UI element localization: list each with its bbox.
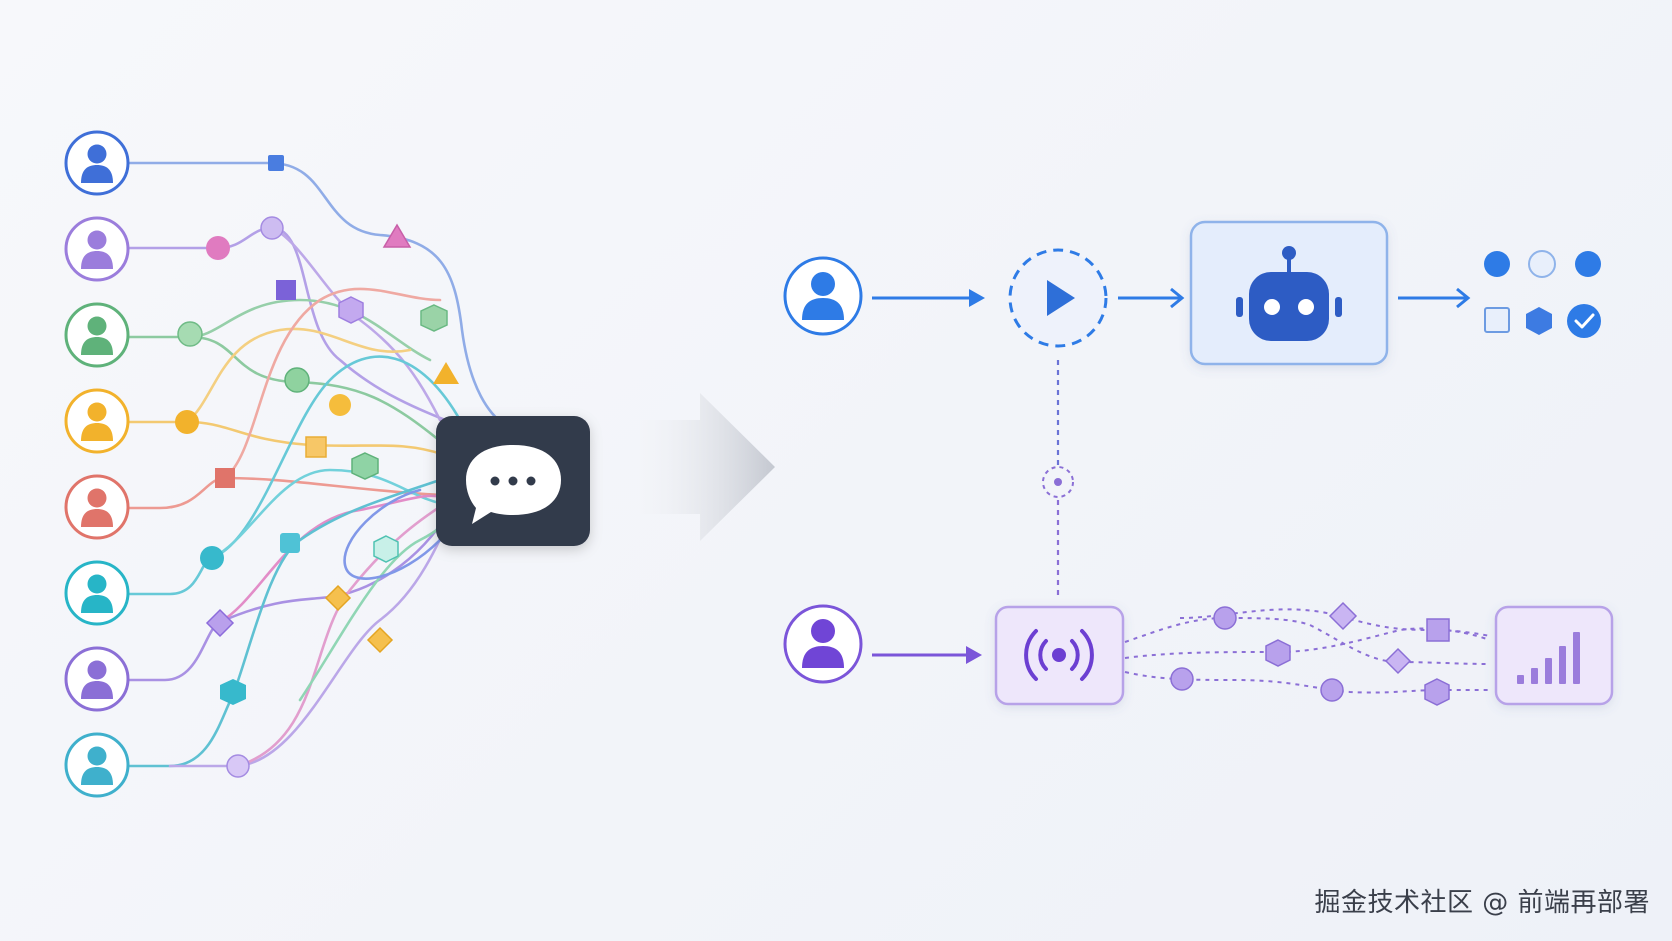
result-icons [1484, 250, 1601, 338]
connection-line-amber-2 [185, 327, 412, 424]
user-icon-top [783, 256, 863, 336]
check-circle-icon [1567, 304, 1601, 338]
play-icon [1047, 280, 1075, 316]
square-marker [280, 533, 300, 553]
user-avatar-icon [64, 560, 130, 626]
connection-line-green-2 [188, 298, 432, 362]
arrow-head [1456, 287, 1471, 309]
square-marker [305, 436, 327, 458]
square-marker [215, 468, 235, 488]
triangle-marker [382, 223, 412, 248]
diamond-marker [324, 584, 352, 612]
circle-marker [226, 754, 250, 778]
diamond-marker [366, 626, 394, 654]
connection-line-purple [126, 226, 472, 432]
user-avatar-icon [64, 646, 130, 712]
transition-arrow-icon [640, 393, 775, 541]
user-avatar-icon [64, 732, 130, 798]
robot-icon [1236, 246, 1342, 341]
circle-marker [177, 321, 203, 347]
connection-line-cyan [126, 478, 442, 768]
circle-marker [260, 216, 284, 240]
hexagon-marker [420, 304, 448, 332]
user-avatar-icon [64, 388, 130, 454]
triangle-marker [433, 362, 459, 384]
hexagon-marker [373, 535, 399, 563]
square-marker [268, 155, 284, 171]
tangled-connections [126, 161, 507, 768]
circle-marker [206, 236, 230, 260]
empty-dot-icon [1528, 250, 1556, 278]
user-avatar-icon [64, 474, 130, 540]
hexagon-marker [220, 679, 246, 705]
hexagon-marker [351, 452, 379, 480]
connection-line-blue-2 [343, 488, 442, 580]
connection-line-coral [126, 476, 442, 510]
square-outline-icon [1484, 307, 1510, 333]
user-avatar-column [64, 130, 130, 798]
circle-marker [175, 410, 199, 434]
connection-line-purple-2 [270, 226, 442, 422]
chat-hub [436, 416, 590, 546]
hexagon-marker [338, 296, 364, 324]
connection-line-teal-2 [210, 468, 452, 560]
filled-dot-icon [1575, 251, 1601, 277]
top-flow [783, 220, 1601, 366]
signal-icon [1024, 629, 1094, 681]
connection-line-violet [126, 508, 452, 682]
connection-line-blue [126, 161, 507, 427]
user-avatar-icon [64, 130, 130, 196]
vertical-connector [1042, 360, 1074, 598]
data-stream-markers [1170, 601, 1450, 706]
connection-line-coral-2 [223, 287, 442, 480]
circle-marker [329, 394, 351, 416]
connection-line-teal [126, 355, 462, 596]
connection-line-cyan-2 [168, 503, 457, 768]
connection-line-violet-2 [218, 494, 452, 624]
user-icon-bottom [783, 604, 863, 684]
filled-dot-icon [1484, 251, 1510, 277]
arrow-head [966, 646, 982, 664]
square-marker [276, 280, 296, 300]
bottom-flow [783, 601, 1614, 706]
arrow-head [1170, 287, 1185, 309]
hexagon-icon [1526, 307, 1552, 335]
play-node [1008, 248, 1108, 348]
chat-bubble-icon [466, 445, 561, 524]
arrow-head [969, 289, 985, 307]
circle-marker [200, 546, 224, 570]
circle-marker [284, 367, 310, 393]
diamond-marker [205, 608, 235, 638]
user-avatar-icon [64, 302, 130, 368]
user-avatar-icon [64, 216, 130, 282]
chart-node [1494, 605, 1614, 706]
bar-chart-icon [1517, 632, 1580, 684]
watermark-text: 掘金技术社区 @ 前端再部署 [1314, 888, 1650, 918]
connection-markers [175, 155, 459, 778]
connection-line-green-3 [298, 508, 457, 702]
